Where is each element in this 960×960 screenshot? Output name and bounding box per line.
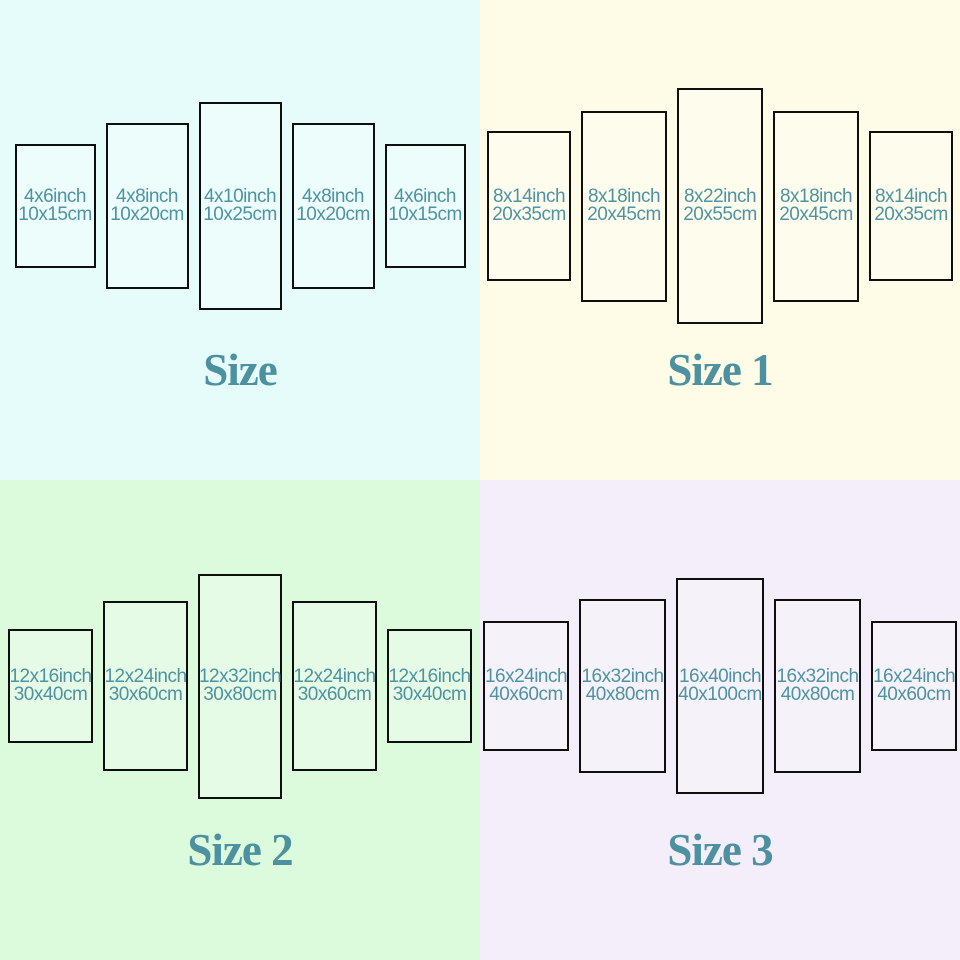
canvas-panel: 12x16inch 30x40cm xyxy=(8,629,93,743)
panel-size-inch: 4x10inch xyxy=(203,186,277,207)
panel-size-inch: 4x8inch xyxy=(302,186,365,207)
panel-size-cm: 20x35cm xyxy=(492,204,566,225)
canvas-panel: 4x8inch 10x20cm xyxy=(105,123,189,289)
panel-group: 4x6inch 10x15cm 4x8inch 10x20cm 4x10inch… xyxy=(0,76,480,336)
panel-size-cm: 10x25cm xyxy=(203,204,277,225)
panel-size-inch: 16x24inch xyxy=(872,666,956,687)
panel-size-inch: 12x16inch xyxy=(388,666,471,687)
panel-size-inch: 8x14inch xyxy=(874,186,948,207)
quadrant-size-1: 8x14inch 20x35cm 8x18inch 20x45cm 8x22in… xyxy=(480,0,960,480)
panel-size-cm: 10x20cm xyxy=(296,204,370,225)
panel-size-inch: 16x24inch xyxy=(484,666,568,687)
panel-size-inch: 4x6inch xyxy=(24,186,87,207)
panel-size-cm: 30x60cm xyxy=(108,684,183,705)
canvas-panel: 16x24inch 40x60cm xyxy=(871,621,957,751)
panel-size-cm: 20x55cm xyxy=(683,204,757,225)
panel-size-cm: 20x45cm xyxy=(587,204,661,225)
panel-size-inch: 16x40inch xyxy=(678,666,762,687)
size-chart-title: Size xyxy=(203,345,277,395)
quadrant-size: 4x6inch 10x15cm 4x8inch 10x20cm 4x10inch… xyxy=(0,0,480,480)
canvas-panel: 16x32inch 40x80cm xyxy=(774,599,861,773)
canvas-panel: 16x32inch 40x80cm xyxy=(579,599,666,773)
size-chart-title: Size 2 xyxy=(187,825,293,875)
panel-size-cm: 30x80cm xyxy=(203,684,277,705)
canvas-panel: 16x24inch 40x60cm xyxy=(483,621,569,751)
panel-size-cm: 10x20cm xyxy=(110,204,184,225)
canvas-panel: 4x8inch 10x20cm xyxy=(291,123,375,289)
canvas-panel: 12x24inch 30x60cm xyxy=(103,601,188,771)
panel-size-cm: 40x60cm xyxy=(877,684,951,705)
panel-group: 8x14inch 20x35cm 8x18inch 20x45cm 8x22in… xyxy=(480,76,960,336)
canvas-panel: 8x22inch 20x55cm xyxy=(677,88,763,324)
panel-size-inch: 8x14inch xyxy=(492,186,566,207)
canvas-panel: 12x32inch 30x80cm xyxy=(198,573,282,799)
panel-size-inch: 8x22inch xyxy=(683,186,757,207)
panel-size-cm: 10x15cm xyxy=(18,204,92,225)
panel-size-inch: 4x6inch xyxy=(394,186,457,207)
panel-size-inch: 12x24inch xyxy=(293,666,376,687)
panel-size-cm: 40x100cm xyxy=(678,684,762,705)
canvas-panel: 8x14inch 20x35cm xyxy=(869,131,953,281)
canvas-panel: 4x6inch 10x15cm xyxy=(384,144,466,268)
panel-size-inch: 12x16inch xyxy=(9,666,92,687)
panel-size-inch: 16x32inch xyxy=(776,666,859,687)
panel-size-inch: 8x18inch xyxy=(779,186,853,207)
canvas-panel: 12x16inch 30x40cm xyxy=(387,629,472,743)
panel-group: 12x16inch 30x40cm 12x24inch 30x60cm 12x3… xyxy=(0,556,480,816)
panel-group: 16x24inch 40x60cm 16x32inch 40x80cm 16x4… xyxy=(480,556,960,816)
panel-size-cm: 30x40cm xyxy=(392,684,467,705)
canvas-panel: 8x14inch 20x35cm xyxy=(487,131,571,281)
panel-size-inch: 16x32inch xyxy=(581,666,664,687)
panel-size-inch: 12x32inch xyxy=(198,666,282,687)
panel-size-inch: 4x8inch xyxy=(116,186,179,207)
canvas-panel: 12x24inch 30x60cm xyxy=(292,601,377,771)
canvas-panel: 4x10inch 10x25cm xyxy=(198,102,282,310)
panel-size-cm: 30x60cm xyxy=(297,684,372,705)
panel-size-cm: 10x15cm xyxy=(388,204,462,225)
canvas-panel: 4x6inch 10x15cm xyxy=(14,144,96,268)
canvas-panel: 16x40inch 40x100cm xyxy=(676,578,764,794)
size-chart-title: Size 1 xyxy=(667,345,773,395)
panel-size-cm: 40x80cm xyxy=(585,684,660,705)
canvas-panel: 8x18inch 20x45cm xyxy=(581,110,667,302)
panel-size-cm: 20x45cm xyxy=(779,204,853,225)
panel-size-cm: 20x35cm xyxy=(874,204,948,225)
size-chart-title: Size 3 xyxy=(667,825,773,875)
quadrant-size-2: 12x16inch 30x40cm 12x24inch 30x60cm 12x3… xyxy=(0,480,480,960)
panel-size-cm: 40x80cm xyxy=(780,684,855,705)
canvas-panel: 8x18inch 20x45cm xyxy=(773,110,859,302)
panel-size-cm: 40x60cm xyxy=(489,684,563,705)
quadrant-size-3: 16x24inch 40x60cm 16x32inch 40x80cm 16x4… xyxy=(480,480,960,960)
panel-size-inch: 12x24inch xyxy=(104,666,187,687)
panel-size-inch: 8x18inch xyxy=(587,186,661,207)
panel-size-cm: 30x40cm xyxy=(13,684,88,705)
